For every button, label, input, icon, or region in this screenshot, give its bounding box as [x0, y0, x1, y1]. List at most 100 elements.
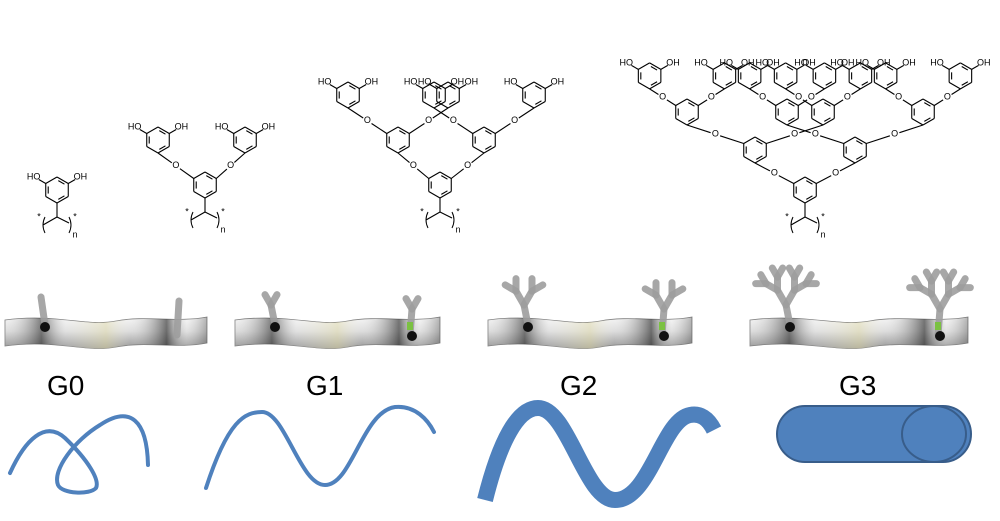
bond [515, 84, 524, 89]
bond [719, 135, 744, 145]
bond [215, 168, 228, 179]
bond [336, 101, 349, 109]
benzene-ring [743, 136, 767, 164]
thin-wave-shape [204, 404, 436, 490]
bond [843, 136, 856, 144]
hydroxyl-label: HO [418, 76, 432, 86]
bond [802, 99, 813, 106]
bond [816, 175, 832, 184]
bond [349, 100, 356, 105]
bond [806, 180, 813, 185]
ether-oxygen-label: O [511, 115, 518, 125]
bond [725, 66, 733, 71]
bond [861, 81, 869, 86]
bond [631, 64, 639, 70]
bond [650, 81, 658, 86]
ether-oxygen-label: O [410, 160, 417, 170]
bond [234, 152, 246, 163]
bond [425, 211, 441, 221]
dendron-branch [528, 281, 547, 295]
hydroxyl-label: HO [128, 121, 142, 131]
benzene-ring [811, 98, 835, 126]
anchor-point [270, 322, 280, 332]
bond [159, 130, 166, 135]
bond [948, 81, 961, 90]
bond [522, 81, 535, 89]
ether-oxygen-label: O [808, 92, 815, 102]
ether-oxygen-label: O [771, 168, 778, 178]
bond [347, 107, 364, 119]
ether-oxygen-label: O [450, 115, 457, 125]
bond [650, 66, 658, 71]
backbone-model-g3 [749, 264, 974, 349]
bond [860, 62, 872, 70]
bond [806, 195, 813, 200]
bond [799, 124, 824, 134]
bond [441, 190, 448, 195]
bond [472, 146, 485, 154]
bond [941, 64, 950, 70]
bond [329, 84, 338, 89]
end-group-star: * [785, 211, 789, 221]
bond [157, 146, 170, 154]
bond [422, 101, 435, 109]
bond [788, 117, 795, 122]
benzene-ring [737, 62, 762, 90]
benzene-ring [843, 136, 867, 164]
bond [854, 156, 867, 164]
repeat-index-n: n [820, 229, 825, 239]
bond [860, 81, 872, 90]
polymer-repeat-unit: **n [37, 203, 78, 239]
bond [775, 98, 788, 106]
bond [749, 81, 762, 90]
bond [785, 62, 798, 70]
bond [725, 81, 733, 86]
bond [416, 168, 430, 179]
bond [922, 118, 935, 126]
bond [896, 64, 905, 70]
polymer-repeat-unit: * * n [785, 203, 826, 239]
bond [204, 191, 217, 199]
bond [874, 62, 886, 70]
hydroxyl-label: HO [830, 57, 844, 67]
bond [439, 211, 453, 219]
hydroxyl-label: HO [794, 57, 808, 67]
bond [179, 168, 195, 179]
generation-label-g0: G0 [47, 370, 84, 401]
bond [822, 98, 835, 106]
hydroxyl-label: HO [855, 57, 869, 67]
bond [449, 100, 456, 105]
backbone-model-g2 [487, 275, 693, 349]
benzene-ring [386, 126, 410, 154]
anchor-marker-green [407, 322, 413, 330]
bond [386, 126, 399, 134]
bond [819, 135, 844, 145]
bond [902, 99, 913, 106]
bond [804, 196, 817, 204]
dendron-branch [757, 271, 770, 288]
hydroxyl-label: OH [262, 121, 276, 131]
ether-oxygen-label: O [659, 92, 666, 102]
bond [433, 81, 446, 89]
bond [371, 123, 388, 134]
bond [244, 146, 257, 154]
bond [750, 81, 758, 86]
end-group-star: * [821, 211, 825, 221]
bond [911, 98, 924, 106]
bond [193, 191, 206, 199]
bond [535, 100, 542, 105]
bond [399, 145, 406, 150]
benzene-ring [233, 126, 257, 154]
bond [951, 88, 961, 95]
bond [347, 101, 360, 109]
dendron-branch [37, 293, 49, 329]
bond [533, 101, 546, 109]
bond [688, 117, 695, 122]
hydroxyl-label: HO [694, 57, 708, 67]
bond [190, 211, 206, 221]
bond [206, 190, 213, 195]
benzene-ring [472, 126, 496, 154]
bond [226, 129, 235, 134]
bond [697, 99, 708, 106]
dendron-branch [267, 291, 281, 309]
